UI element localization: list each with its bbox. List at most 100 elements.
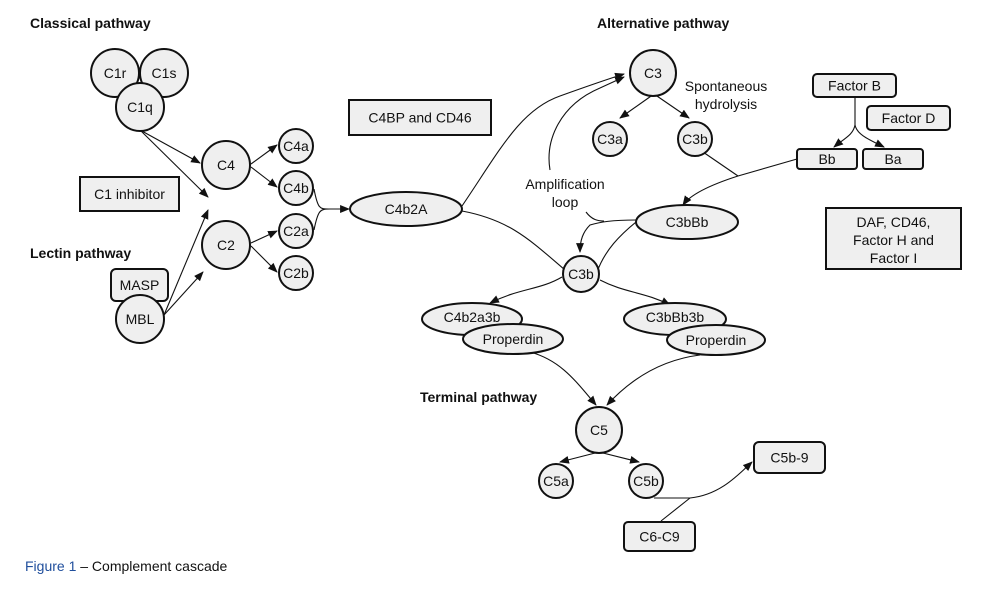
svg-text:C3: C3 [644, 65, 662, 81]
edge-c4-c4a [250, 144, 278, 165]
svg-text:C3b: C3b [568, 266, 594, 282]
node-c2b: C2b [278, 255, 314, 291]
edge-c3b-c3bbb3b [599, 279, 671, 306]
node-ba: Ba [862, 148, 924, 170]
node-c5: C5 [575, 406, 623, 454]
node-properdin-right: Properdin [666, 324, 766, 356]
node-c1q: C1q [115, 82, 165, 132]
edge-c3-c3b [653, 93, 690, 119]
svg-text:Factor H and: Factor H and [853, 232, 934, 248]
svg-text:C2b: C2b [283, 265, 309, 281]
edge-factorb-ba [854, 124, 885, 148]
edge-c4b2a-c3 [461, 72, 625, 207]
svg-text:Factor B: Factor B [828, 78, 881, 94]
node-c5b9: C5b-9 [753, 441, 826, 474]
svg-text:C1s: C1s [152, 65, 177, 81]
node-mbl: MBL [115, 294, 165, 344]
node-c2a: C2a [278, 213, 314, 249]
edge-c2a-merge [313, 208, 331, 231]
svg-text:C5b: C5b [633, 473, 659, 489]
edge-c4b2a-c3b [461, 210, 566, 271]
svg-text:C2: C2 [217, 237, 235, 253]
edge-c5b-c5b9 [654, 461, 753, 499]
svg-text:C5a: C5a [543, 473, 569, 489]
edge-c5-c5b [598, 451, 640, 464]
edge-c2-c2a [250, 230, 278, 244]
svg-text:Ba: Ba [884, 151, 901, 167]
node-c4b: C4b [278, 170, 314, 206]
edge-c5-c5a [559, 451, 600, 464]
node-c4: C4 [201, 140, 251, 190]
node-factor-d: Factor D [866, 105, 951, 131]
svg-text:C4: C4 [217, 157, 235, 173]
svg-text:C1 inhibitor: C1 inhibitor [94, 186, 165, 202]
svg-text:DAF, CD46,: DAF, CD46, [857, 214, 931, 230]
node-masp: MASP [110, 268, 169, 302]
svg-text:C5b-9: C5b-9 [770, 450, 808, 466]
edge-c1q-c2 [139, 129, 209, 198]
node-c2: C2 [201, 220, 251, 270]
edge-bb-c3bbb [682, 158, 798, 206]
svg-text:C4BP and CD46: C4BP and CD46 [368, 110, 471, 126]
svg-text:Factor I: Factor I [870, 250, 917, 266]
annotation-amplification: Amplification [525, 176, 604, 192]
node-bb: Bb [796, 148, 858, 170]
edge-c3-c3a [619, 93, 655, 119]
node-c3a: C3a [592, 121, 628, 157]
node-properdin-left: Properdin [462, 323, 564, 355]
node-c3: C3 [629, 49, 677, 97]
edge-c3bbb-c3b [576, 219, 637, 253]
svg-text:Bb: Bb [818, 151, 835, 167]
edge-c4b2a3b-c5 [529, 351, 597, 406]
heading-terminal-pathway: Terminal pathway [420, 389, 537, 405]
regulator-c4bp-cd46: C4BP and CD46 [348, 99, 492, 136]
svg-text:C3bBb: C3bBb [666, 214, 709, 230]
edge-mbl-c2 [163, 271, 204, 316]
edge-amplification-c3 [548, 76, 625, 171]
svg-text:MASP: MASP [120, 277, 160, 293]
edge-mbl-c4 [163, 209, 209, 316]
svg-text:C3b: C3b [682, 131, 708, 147]
edge-c3bbb3b-c5 [606, 354, 701, 406]
edge-c4b-merge [313, 188, 331, 210]
svg-text:C4a: C4a [283, 138, 309, 154]
node-factor-b: Factor B [812, 73, 897, 98]
svg-text:C4b2A: C4b2A [385, 201, 428, 217]
node-c4b2a: C4b2A [349, 191, 463, 227]
svg-text:C3a: C3a [597, 131, 623, 147]
svg-text:Properdin: Properdin [686, 332, 747, 348]
svg-text:C4b: C4b [283, 180, 309, 196]
node-c3bbb: C3bBb [635, 204, 739, 240]
heading-classical-pathway: Classical pathway [30, 15, 151, 31]
edge-c3b-c4b2a3b [489, 276, 563, 304]
edge-c3b-merge [702, 151, 739, 177]
node-c5b: C5b [628, 463, 664, 499]
svg-text:Factor D: Factor D [882, 110, 936, 126]
svg-text:C6-C9: C6-C9 [639, 529, 680, 545]
annotation-spontaneous: Spontaneous [685, 78, 768, 94]
figure-caption: Figure 1 – Complement cascade [25, 558, 227, 574]
edge-c6c9-merge [660, 497, 691, 522]
edge-c4-c4b [250, 166, 278, 188]
node-c6c9: C6-C9 [623, 521, 696, 552]
regulator-c1-inhibitor: C1 inhibitor [79, 176, 180, 212]
svg-text:C5: C5 [590, 422, 608, 438]
heading-lectin-pathway: Lectin pathway [30, 245, 131, 261]
edge-c3bbb-c3b-line [596, 221, 637, 273]
svg-text:C1r: C1r [104, 65, 127, 81]
annotation-hydrolysis: hydrolysis [695, 96, 757, 112]
edge-factorb-bb [833, 97, 856, 148]
figure-caption-text: – Complement cascade [76, 558, 228, 574]
svg-text:MBL: MBL [126, 311, 155, 327]
edge-amplification-tail [585, 211, 605, 222]
edge-c2-c2b [250, 245, 278, 273]
svg-text:Properdin: Properdin [483, 331, 544, 347]
edges [139, 72, 885, 522]
svg-text:C3bBb3b: C3bBb3b [646, 309, 705, 325]
node-c4a: C4a [278, 128, 314, 164]
node-c1s: C1s [139, 48, 189, 98]
annotation-loop: loop [552, 194, 579, 210]
regulator-daf-cd46-factor-h-i: DAF, CD46, Factor H and Factor I [825, 207, 962, 270]
svg-text:C1q: C1q [127, 99, 153, 115]
